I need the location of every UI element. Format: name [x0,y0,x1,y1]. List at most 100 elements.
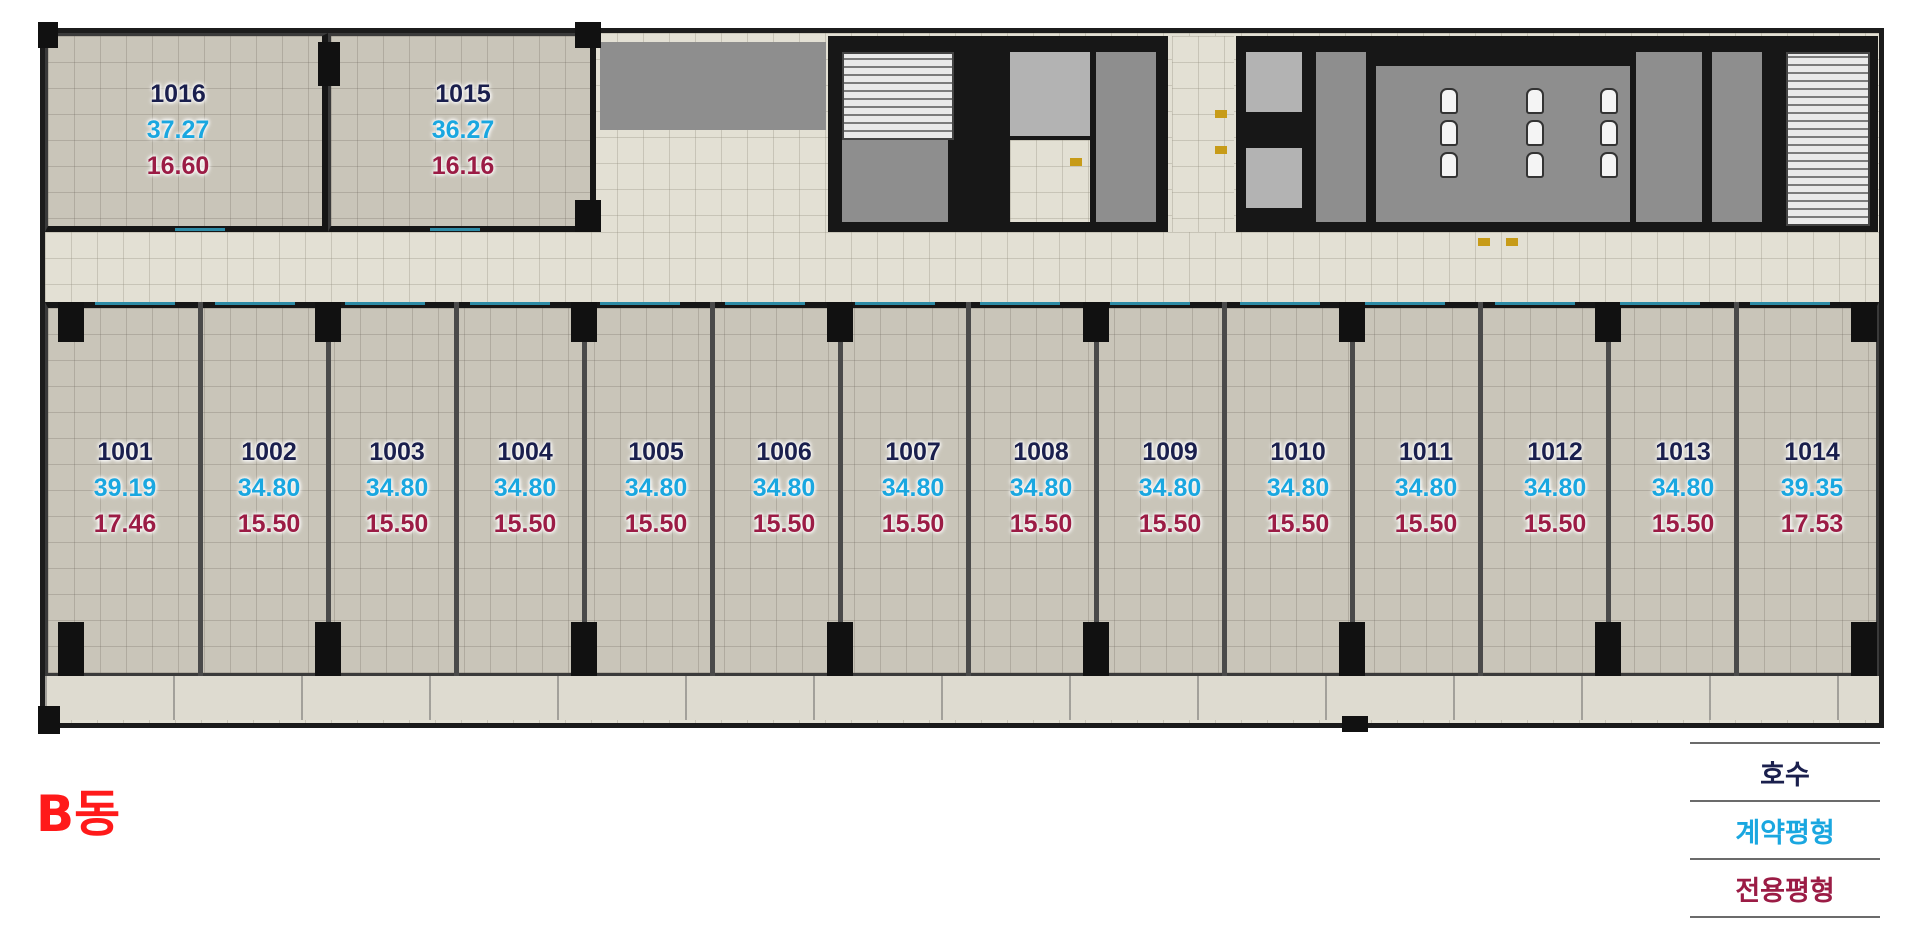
contract-area: 34.80 [1394,474,1458,502]
column [1339,622,1365,676]
toilet-icon [1600,88,1618,114]
unit-label-1012: 1012 34.80 15.50 [1500,434,1610,542]
contract-area: 39.19 [93,474,157,502]
door [725,302,805,305]
contract-area: 34.80 [624,474,688,502]
core-room-5 [1712,52,1762,222]
unit-label-1005: 1005 34.80 15.50 [601,434,711,542]
sign-marker [1215,110,1227,118]
door [430,228,480,231]
unit-label-1013: 1013 34.80 15.50 [1628,434,1738,542]
core-passage [1172,36,1234,232]
contract-area: 34.80 [1523,474,1587,502]
room-divider [1734,302,1739,720]
unit-label-1015: 1015 36.27 16.16 [408,76,518,184]
unit-number: 1004 [497,438,553,466]
room-divider [1350,302,1355,720]
unit-label-1014: 1014 39.35 17.53 [1757,434,1867,542]
door [175,228,225,231]
contract-area: 39.35 [1780,474,1844,502]
sign-marker [1070,158,1082,166]
room-divider [1094,302,1099,720]
column [571,622,597,676]
exclusive-area: 15.50 [1266,510,1330,538]
unit-number: 1011 [1398,438,1454,466]
building-label: B동 [36,785,121,843]
sign-marker [1478,238,1490,246]
unit-label-1001: 1001 39.19 17.46 [70,434,180,542]
column [1083,302,1109,342]
unit-number: 1009 [1142,438,1198,466]
exclusive-area: 15.50 [624,510,688,538]
unit-number: 1010 [1270,438,1326,466]
exclusive-area: 15.50 [237,510,301,538]
unit-number: 1012 [1527,438,1583,466]
unit-label-1008: 1008 34.80 15.50 [986,434,1096,542]
door [1495,302,1575,305]
door [980,302,1060,305]
unit-number: 1003 [369,438,425,466]
column [58,622,84,676]
toilet-icon [1526,152,1544,178]
column [827,622,853,676]
exclusive-area: 16.16 [431,152,495,180]
toilet-icon [1526,88,1544,114]
exclusive-area: 15.50 [1523,510,1587,538]
door [215,302,295,305]
contract-area: 34.80 [881,474,945,502]
exclusive-area: 15.50 [1009,510,1073,538]
toilet-icon [1440,152,1458,178]
legend-unit-number: 호수 [1690,742,1880,800]
door [1240,302,1320,305]
legend-contract-area: 계약평형 [1690,800,1880,858]
exclusive-area: 15.50 [1651,510,1715,538]
unit-number: 1002 [241,438,297,466]
contract-area: 34.80 [237,474,301,502]
contract-area: 34.80 [365,474,429,502]
elevator-3 [1246,148,1302,208]
column [1083,622,1109,676]
contract-area: 34.80 [1009,474,1073,502]
toilet-icon [1526,120,1544,146]
unit-number: 1013 [1655,438,1711,466]
unit-number: 1001 [97,438,153,466]
exclusive-area: 15.50 [881,510,945,538]
door [600,302,680,305]
unit-label-1011: 1011 34.80 15.50 [1371,434,1481,542]
door [1620,302,1700,305]
door [1365,302,1445,305]
contract-area: 34.80 [1266,474,1330,502]
column [575,22,601,48]
unit-label-1007: 1007 34.80 15.50 [858,434,968,542]
door [95,302,175,305]
toilet-icon [1440,88,1458,114]
sign-marker [1506,238,1518,246]
unit-label-1009: 1009 34.80 15.50 [1115,434,1225,542]
room-1016 [45,33,328,232]
door [345,302,425,305]
unit-label-1016: 1016 37.27 16.60 [123,76,233,184]
contract-area: 34.80 [1138,474,1202,502]
exclusive-area: 16.60 [146,152,210,180]
column [1342,716,1368,732]
unit-label-1004: 1004 34.80 15.50 [470,434,580,542]
unit-label-1003: 1003 34.80 15.50 [342,434,452,542]
room-divider [326,302,331,720]
contract-area: 34.80 [1651,474,1715,502]
column [38,22,58,48]
elevator-2 [1246,52,1302,112]
exclusive-area: 17.53 [1780,510,1844,538]
room-divider [454,302,459,720]
exclusive-area: 17.46 [93,510,157,538]
legend-exclusive-area: 전용평형 [1690,858,1880,918]
unit-label-1002: 1002 34.80 15.50 [214,434,324,542]
toilet-icon [1600,120,1618,146]
bottom-rooms-row [45,302,1879,676]
room-divider [198,302,203,720]
column [1595,302,1621,342]
exclusive-area: 15.50 [493,510,557,538]
stairs-right [1786,52,1870,226]
column [58,302,84,342]
unit-number: 1005 [628,438,684,466]
room-divider [582,302,587,720]
